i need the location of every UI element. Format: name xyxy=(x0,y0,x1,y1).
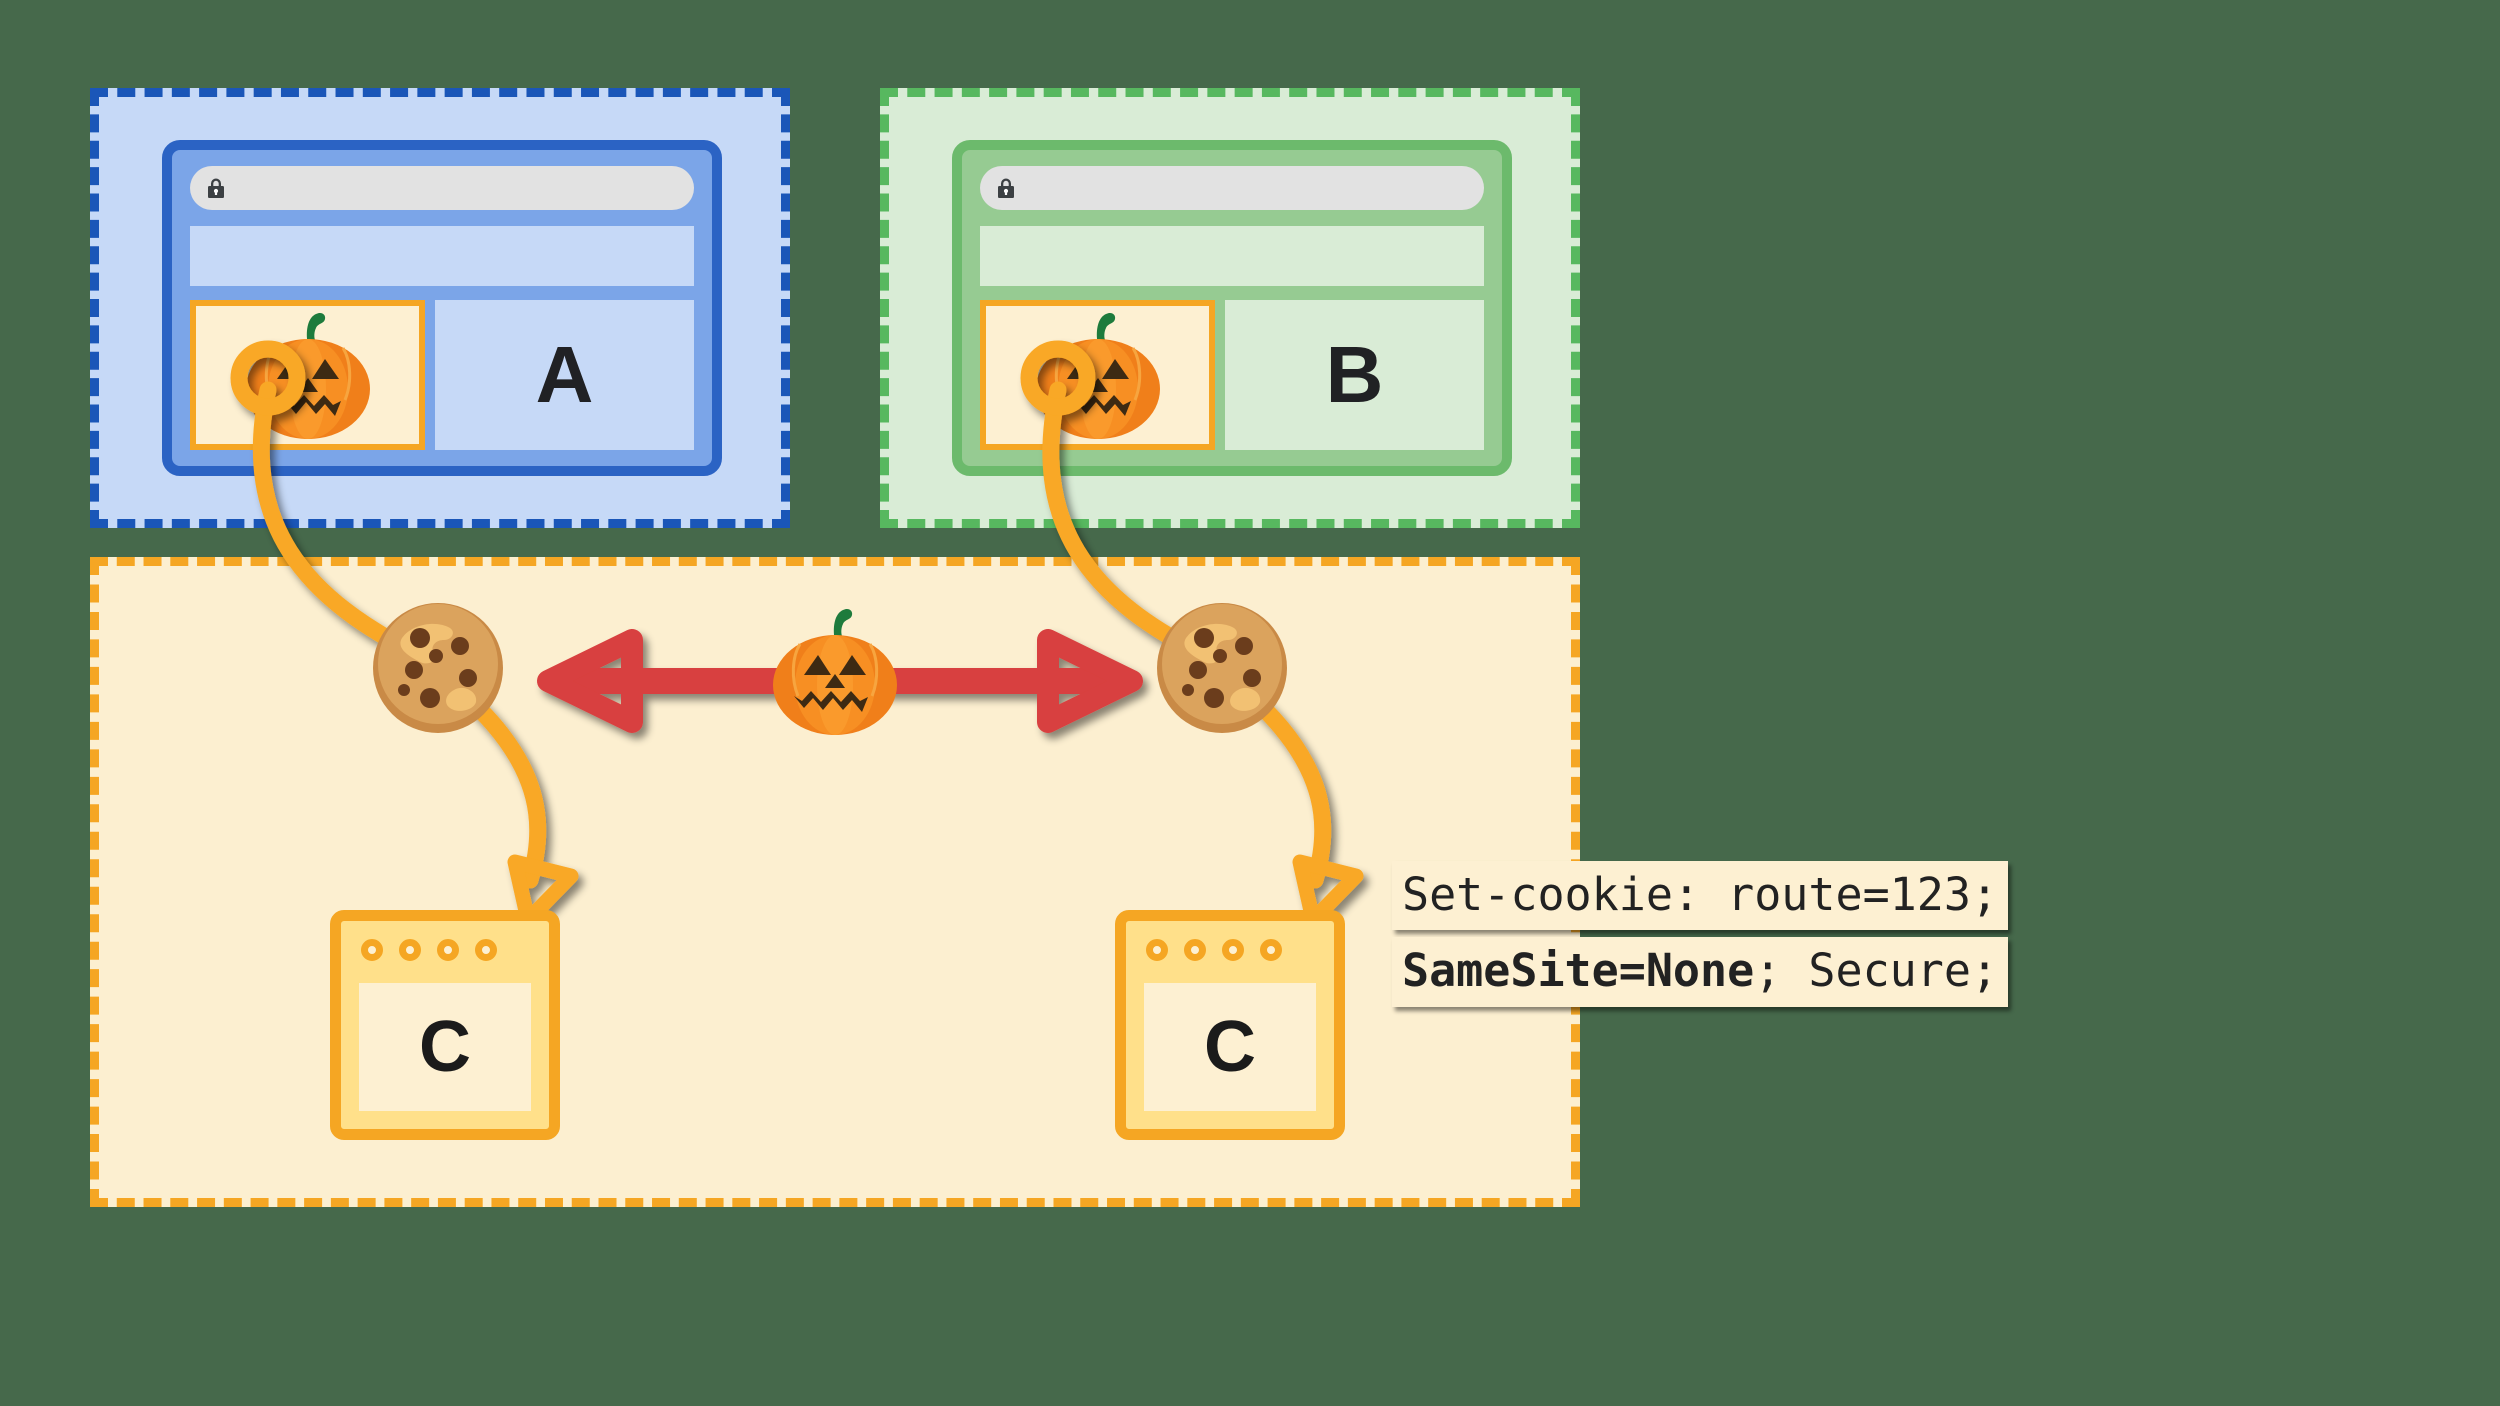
server-letter-c: C xyxy=(419,1007,471,1087)
server-screen: C xyxy=(359,983,531,1111)
lock-icon xyxy=(208,178,224,198)
page-panes-b: B xyxy=(980,300,1484,450)
secure-token: ; Secure; xyxy=(1754,944,1999,998)
page-main-pane-b: B xyxy=(1225,300,1484,450)
page-content-bar-a xyxy=(190,226,694,286)
browser-window-a: A xyxy=(162,140,722,476)
server-box-c-right: C xyxy=(1115,910,1345,1140)
address-bar-b[interactable] xyxy=(980,166,1484,210)
titlebar-dot xyxy=(1260,939,1282,961)
server-titlebar-dots xyxy=(1146,939,1282,961)
server-letter-c: C xyxy=(1204,1007,1256,1087)
titlebar-dot xyxy=(437,939,459,961)
browser-window-b: B xyxy=(952,140,1512,476)
server-titlebar-dots xyxy=(361,939,497,961)
titlebar-dot xyxy=(361,939,383,961)
page-content-bar-b xyxy=(980,226,1484,286)
address-bar-a[interactable] xyxy=(190,166,694,210)
iframe-b xyxy=(980,300,1215,450)
iframe-a xyxy=(190,300,425,450)
server-box-c-left: C xyxy=(330,910,560,1140)
samesite-none-token: SameSite=None xyxy=(1402,944,1755,998)
cookie-icon xyxy=(1157,603,1287,733)
set-cookie-header-label: Set-cookie: route=123; SameSite=None; Se… xyxy=(1392,861,2009,1007)
set-cookie-line-2: SameSite=None; Secure; xyxy=(1392,937,2009,1007)
set-cookie-line-1: Set-cookie: route=123; xyxy=(1392,861,2009,931)
jack-o-lantern-icon xyxy=(245,312,370,439)
titlebar-dot xyxy=(1222,939,1244,961)
titlebar-dot xyxy=(1184,939,1206,961)
cookie-icon xyxy=(373,603,503,733)
jack-o-lantern-icon xyxy=(773,608,897,735)
titlebar-dot xyxy=(1146,939,1168,961)
page-main-pane-a: A xyxy=(435,300,694,450)
server-screen: C xyxy=(1144,983,1316,1111)
jack-o-lantern-icon xyxy=(1035,312,1160,439)
page-panes-a: A xyxy=(190,300,694,450)
titlebar-dot xyxy=(475,939,497,961)
context-letter-a: A xyxy=(535,330,594,419)
titlebar-dot xyxy=(399,939,421,961)
lock-icon xyxy=(998,178,1014,198)
context-letter-b: B xyxy=(1325,330,1384,419)
